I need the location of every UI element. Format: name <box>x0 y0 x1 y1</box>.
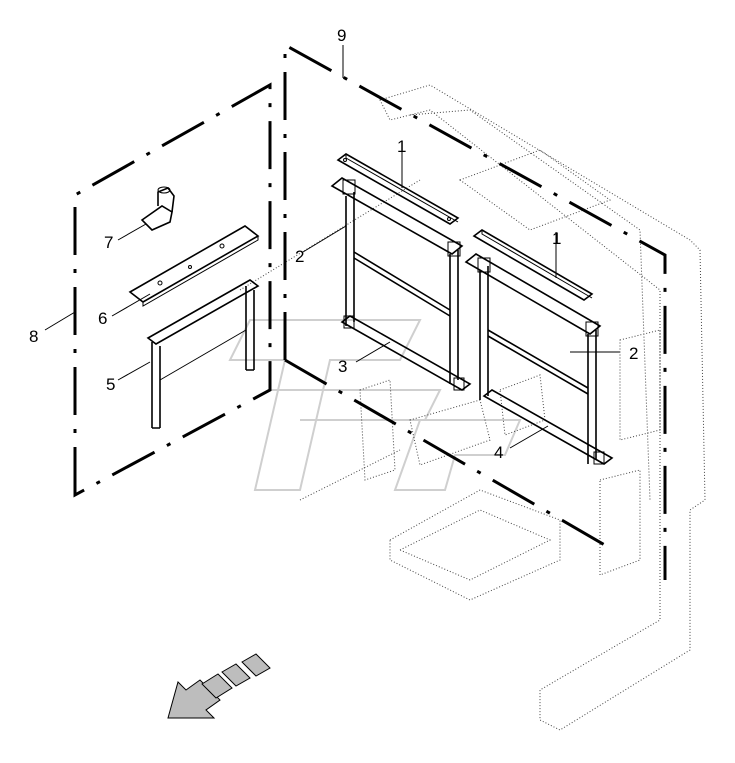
part-1-bar-left <box>336 152 460 225</box>
callout-label-3: 3 <box>338 357 347 376</box>
part-3-lower-bar <box>340 315 472 391</box>
part-5-bracket <box>117 279 260 429</box>
callout-label-2-left: 2 <box>295 247 304 266</box>
phantom-frame-8 <box>44 82 272 498</box>
direction-arrow-icon <box>167 653 271 719</box>
part-1-bar-right <box>472 229 594 301</box>
callout-label-9: 9 <box>337 26 346 45</box>
watermark-logo <box>228 319 522 491</box>
part-6-plate <box>111 225 260 317</box>
cab-outline <box>239 84 706 731</box>
part-2-frame-right <box>464 253 620 464</box>
callout-label-4: 4 <box>494 443 503 462</box>
part-7-knob <box>117 186 175 241</box>
callout-label-8: 8 <box>29 327 38 346</box>
callout-label-2-right: 2 <box>629 344 638 363</box>
callout-label-7: 7 <box>104 233 113 252</box>
part-4-lower-bar <box>482 389 614 465</box>
callout-label-1-right: 1 <box>552 229 561 248</box>
callout-label-5: 5 <box>106 375 115 394</box>
phantom-frame-9 <box>283 42 667 580</box>
callout-label-6: 6 <box>98 309 107 328</box>
callout-label-1-left: 1 <box>397 137 406 156</box>
part-2-frame-left <box>302 177 464 384</box>
